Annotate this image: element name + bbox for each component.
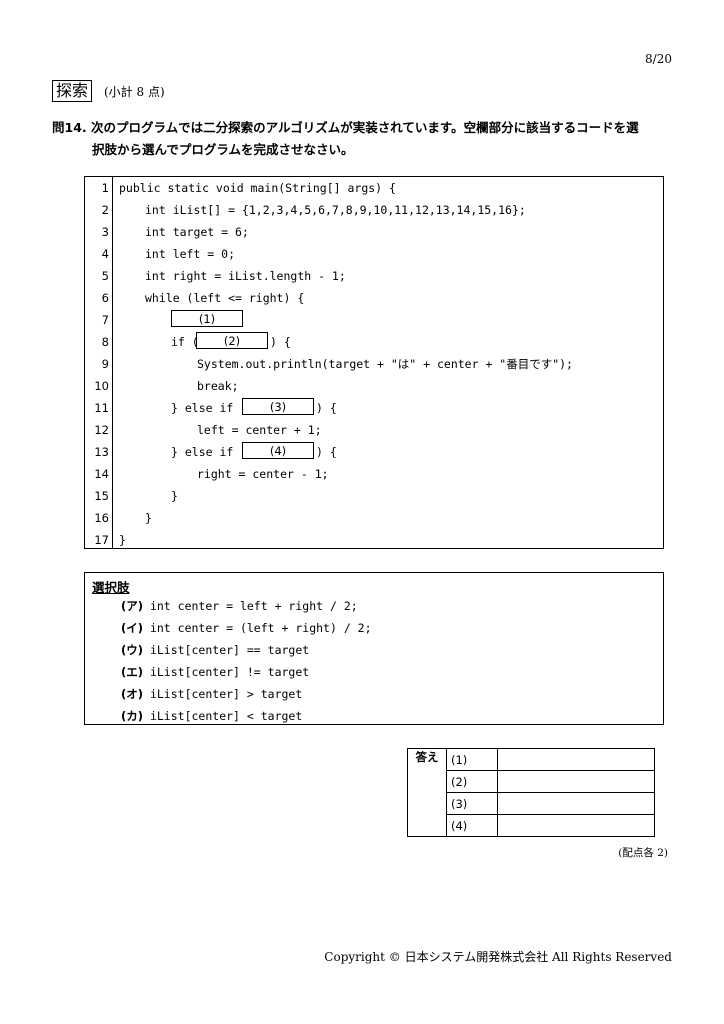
choice-text: iList[center] != target — [149, 665, 310, 679]
line-number: 4 — [101, 247, 109, 261]
line-number: 13 — [94, 445, 109, 459]
line-number-gutter — [85, 177, 113, 548]
code-line: 14 right = center - 1; — [85, 463, 663, 485]
answer-field-1[interactable] — [497, 748, 655, 771]
answer-field-2[interactable] — [497, 770, 655, 793]
choice-text: int center = (left + right) / 2; — [149, 621, 372, 635]
code-text: } else if ( — [171, 445, 248, 459]
line-number: 16 — [94, 511, 109, 525]
line-number: 5 — [101, 269, 109, 283]
code-line: 5 int right = iList.length - 1; — [85, 265, 663, 287]
code-text: } — [171, 489, 178, 503]
line-number: 11 — [94, 401, 109, 415]
choice-item: (エ) iList[center] != target — [121, 661, 309, 683]
choice-text: int center = left + right / 2; — [149, 599, 358, 613]
choice-label: (エ) — [121, 665, 144, 679]
code-text: ) { — [316, 445, 337, 459]
code-text: ) { — [270, 335, 291, 349]
answer-table: 答え (1) (2) (3) (4) — [407, 748, 655, 837]
code-line: 2 int iList[] = {1,2,3,4,5,6,7,8,9,10,11,… — [85, 199, 663, 221]
code-text: } — [145, 511, 152, 525]
choices-box: 選択肢 (ア) int center = left + right / 2;(イ… — [84, 572, 664, 725]
code-text: right = center - 1; — [197, 467, 329, 481]
code-line: 8 if ((2)) { — [85, 331, 663, 353]
line-number: 9 — [101, 357, 109, 371]
choice-label: (カ) — [121, 709, 144, 723]
blank-1: (1) — [171, 310, 243, 327]
line-number: 1 — [101, 181, 109, 195]
answer-field-3[interactable] — [497, 792, 655, 815]
blank-3: (3) — [242, 398, 314, 415]
line-number: 17 — [94, 533, 109, 547]
answer-row-label: (4) — [446, 814, 498, 837]
code-text: int target = 6; — [145, 225, 249, 239]
line-number: 10 — [94, 379, 109, 393]
line-number: 14 — [94, 467, 109, 481]
code-text: } — [119, 533, 126, 547]
choice-item: (イ) int center = (left + right) / 2; — [121, 617, 372, 639]
code-text: left = center + 1; — [197, 423, 322, 437]
choice-label: (ウ) — [121, 643, 144, 657]
choice-item: (ウ) iList[center] == target — [121, 639, 309, 661]
choice-text: iList[center] > target — [149, 687, 303, 701]
question-text: 問14. 次のプログラムでは二分探索のアルゴリズムが実装されています。空欄部分に… — [52, 117, 672, 157]
choice-label: (ア) — [121, 599, 144, 613]
choice-item: (ア) int center = left + right / 2; — [121, 595, 358, 617]
blank-2: (2) — [196, 332, 268, 349]
code-line: 17} — [85, 529, 663, 551]
line-number: 8 — [101, 335, 109, 349]
answer-row-label: (2) — [446, 770, 498, 793]
answer-row-label: (3) — [446, 792, 498, 815]
code-line: 4 int left = 0; — [85, 243, 663, 265]
section-subtotal: (小計 8 点) — [104, 85, 165, 99]
code-text: System.out.println(target + "は" + center… — [197, 357, 573, 371]
line-number: 3 — [101, 225, 109, 239]
line-number: 7 — [101, 313, 109, 327]
code-line: 3 int target = 6; — [85, 221, 663, 243]
blank-4: (4) — [242, 442, 314, 459]
code-line: 15} — [85, 485, 663, 507]
code-line: 7 (1) — [85, 309, 663, 331]
answer-label: 答え — [407, 748, 447, 837]
code-text: int iList[] = {1,2,3,4,5,6,7,8,9,10,11,1… — [145, 203, 526, 217]
choice-label: (オ) — [121, 687, 144, 701]
answer-row-label: (1) — [446, 748, 498, 771]
choice-label: (イ) — [121, 621, 144, 635]
code-line: 16} — [85, 507, 663, 529]
choices-title: 選択肢 — [92, 580, 130, 595]
choice-text: iList[center] == target — [149, 643, 310, 657]
code-line: 13 } else if ((4)) { — [85, 441, 663, 463]
choice-item: (カ) iList[center] < target — [121, 705, 302, 727]
code-text: } else if ( — [171, 401, 248, 415]
code-listing: 1 public static void main(String[] args) … — [84, 176, 664, 549]
line-number: 2 — [101, 203, 109, 217]
line-number: 6 — [101, 291, 109, 305]
code-text: break; — [197, 379, 239, 393]
line-number: 12 — [94, 423, 109, 437]
code-text: int left = 0; — [145, 247, 236, 261]
code-line: 6 while (left <= right) { — [85, 287, 663, 309]
section-title: 探索 — [52, 80, 93, 102]
code-line: 9 System.out.println(target + "は" + cente… — [85, 353, 663, 375]
line-number: 15 — [94, 489, 109, 503]
code-line: 12 left = center + 1; — [85, 419, 663, 441]
code-line: 10 break; — [85, 375, 663, 397]
code-text: int right = iList.length - 1; — [145, 269, 346, 283]
code-text: public static void main(String[] args) { — [119, 181, 396, 195]
copyright: Copyright © 日本システム開発株式会社 All Rights Rese… — [324, 950, 672, 964]
question-line-1: 次のプログラムでは二分探索のアルゴリズムが実装されています。空欄部分に該当するコ… — [91, 120, 639, 135]
code-line: 1 public static void main(String[] args) … — [85, 177, 663, 199]
question-number: 問14. — [52, 120, 87, 135]
code-text: while (left <= right) { — [145, 291, 305, 305]
choice-item: (オ) iList[center] > target — [121, 683, 302, 705]
code-text: ) { — [316, 401, 337, 415]
question-line-2: 択肢から選んでプログラムを完成させなさい。 — [92, 142, 354, 157]
page-number: 8/20 — [645, 52, 672, 66]
code-text: if ( — [171, 335, 199, 349]
answer-field-4[interactable] — [497, 814, 655, 837]
choice-text: iList[center] < target — [149, 709, 303, 723]
code-line: 11 } else if ((3)) { — [85, 397, 663, 419]
points-note: (配点各 2) — [618, 847, 668, 859]
